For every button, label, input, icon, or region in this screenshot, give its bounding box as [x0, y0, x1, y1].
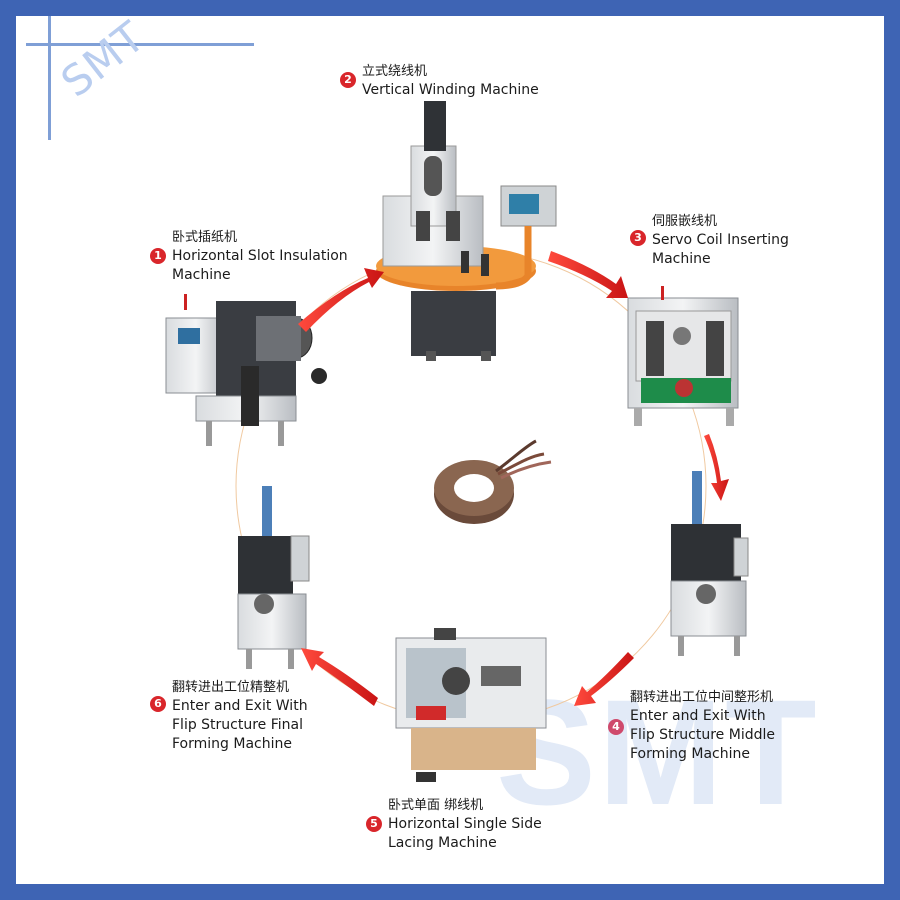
flow-arrows — [298, 251, 729, 706]
step-2-en-line-1: Vertical Winding Machine — [362, 82, 539, 98]
arrow-5-to-6 — [301, 648, 378, 706]
step-label-6: 翻转进出工位精整机 Enter and Exit With Flip Struc… — [172, 678, 308, 754]
stator-coil-image — [434, 439, 552, 524]
step-label-2: 立式绕线机 Vertical Winding Machine — [362, 62, 539, 100]
step-6-en-line-1: Enter and Exit With — [172, 698, 308, 714]
step-3-en-line-2: Machine — [652, 251, 711, 267]
machine-horizontal-lacing — [395, 628, 547, 782]
step-3-cn: 伺服嵌线机 — [652, 214, 718, 229]
step-label-5: 卧式单面 绑线机 Horizontal Single Side Lacing M… — [388, 796, 542, 853]
step-2-cn: 立式绕线机 — [362, 64, 428, 79]
step-5-cn: 卧式单面 绑线机 — [388, 798, 484, 813]
logo-line-vertical — [48, 16, 51, 140]
machine-horizontal-slot-insulation — [165, 294, 327, 446]
process-diagram — [165, 101, 749, 782]
arrow-2-to-3 — [548, 251, 628, 298]
step-4-en-line-2: Flip Structure Middle — [630, 727, 775, 743]
step-1-cn: 卧式插纸机 — [172, 230, 238, 245]
step-badge-4: 4 — [608, 719, 624, 735]
step-label-4: 翻转进出工位中间整形机 Enter and Exit With Flip Str… — [630, 688, 775, 764]
machine-final-forming — [237, 486, 310, 669]
step-6-en-line-3: Forming Machine — [172, 736, 292, 752]
arrow-4-to-5 — [574, 652, 634, 706]
machine-servo-coil-inserting — [627, 286, 739, 426]
step-badge-2: 2 — [340, 72, 356, 88]
arrow-1-to-2 — [298, 268, 384, 332]
step-badge-3: 3 — [630, 230, 646, 246]
step-6-cn: 翻转进出工位精整机 — [172, 680, 290, 695]
step-1-en-line-2: Machine — [172, 267, 231, 283]
step-4-en-line-1: Enter and Exit With — [630, 708, 766, 724]
step-label-3: 伺服嵌线机 Servo Coil Inserting Machine — [652, 212, 789, 269]
step-6-en-line-2: Flip Structure Final — [172, 717, 304, 733]
step-badge-1: 1 — [150, 248, 166, 264]
step-5-en-line-2: Lacing Machine — [388, 835, 497, 851]
step-4-cn: 翻转进出工位中间整形机 — [630, 690, 774, 705]
machine-middle-forming — [670, 471, 749, 656]
diagram-frame: SMT SMT — [16, 16, 884, 884]
step-4-en-line-3: Forming Machine — [630, 746, 750, 762]
step-3-en-line-1: Servo Coil Inserting — [652, 232, 789, 248]
step-1-en-line-1: Horizontal Slot Insulation — [172, 248, 348, 264]
logo-line-horizontal — [26, 43, 254, 46]
arrow-3-to-4 — [704, 434, 729, 501]
step-badge-5: 5 — [366, 816, 382, 832]
watermark-text: SMT — [496, 668, 819, 836]
step-badge-6: 6 — [150, 696, 166, 712]
step-5-en-line-1: Horizontal Single Side — [388, 816, 542, 832]
machine-vertical-winding — [376, 101, 557, 361]
step-label-1: 卧式插纸机 Horizontal Slot Insulation Machine — [172, 228, 348, 285]
